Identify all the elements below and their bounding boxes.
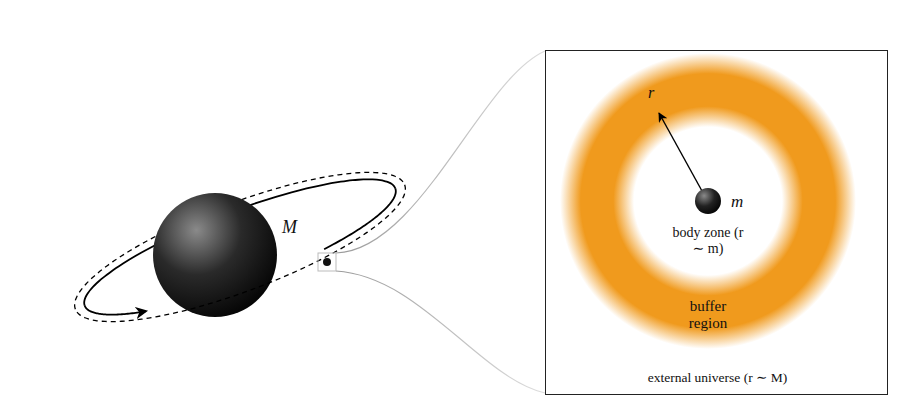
body-zone-label: body zone (r ∼ m)	[670, 225, 746, 257]
inset-box: external universe (r ∼ M) buffer region bo…	[545, 50, 888, 395]
small-body	[695, 188, 721, 214]
orbit-dashed	[75, 185, 405, 322]
body-zone-shape	[623, 116, 793, 286]
zoom-line	[336, 271, 545, 393]
orbit-front	[75, 185, 405, 322]
orbit-path	[324, 188, 396, 249]
zoom-line	[336, 51, 545, 253]
buffer-band: buffer region body zone (r ∼ m)	[560, 53, 856, 349]
orbit-path	[85, 306, 146, 315]
small-body	[323, 258, 331, 266]
inset-box-label: external universe (r ∼ M)	[546, 370, 889, 386]
body-zone: body zone (r ∼ m)	[623, 116, 793, 286]
mass-label: M	[282, 217, 297, 238]
mass-label: m	[731, 192, 743, 212]
zoom-box	[318, 253, 336, 271]
buffer-ring	[560, 53, 856, 349]
buffer-band-label: buffer region	[676, 298, 740, 333]
radius-label: r	[648, 84, 654, 102]
central-body	[153, 193, 277, 317]
radius-arrow	[659, 113, 702, 191]
